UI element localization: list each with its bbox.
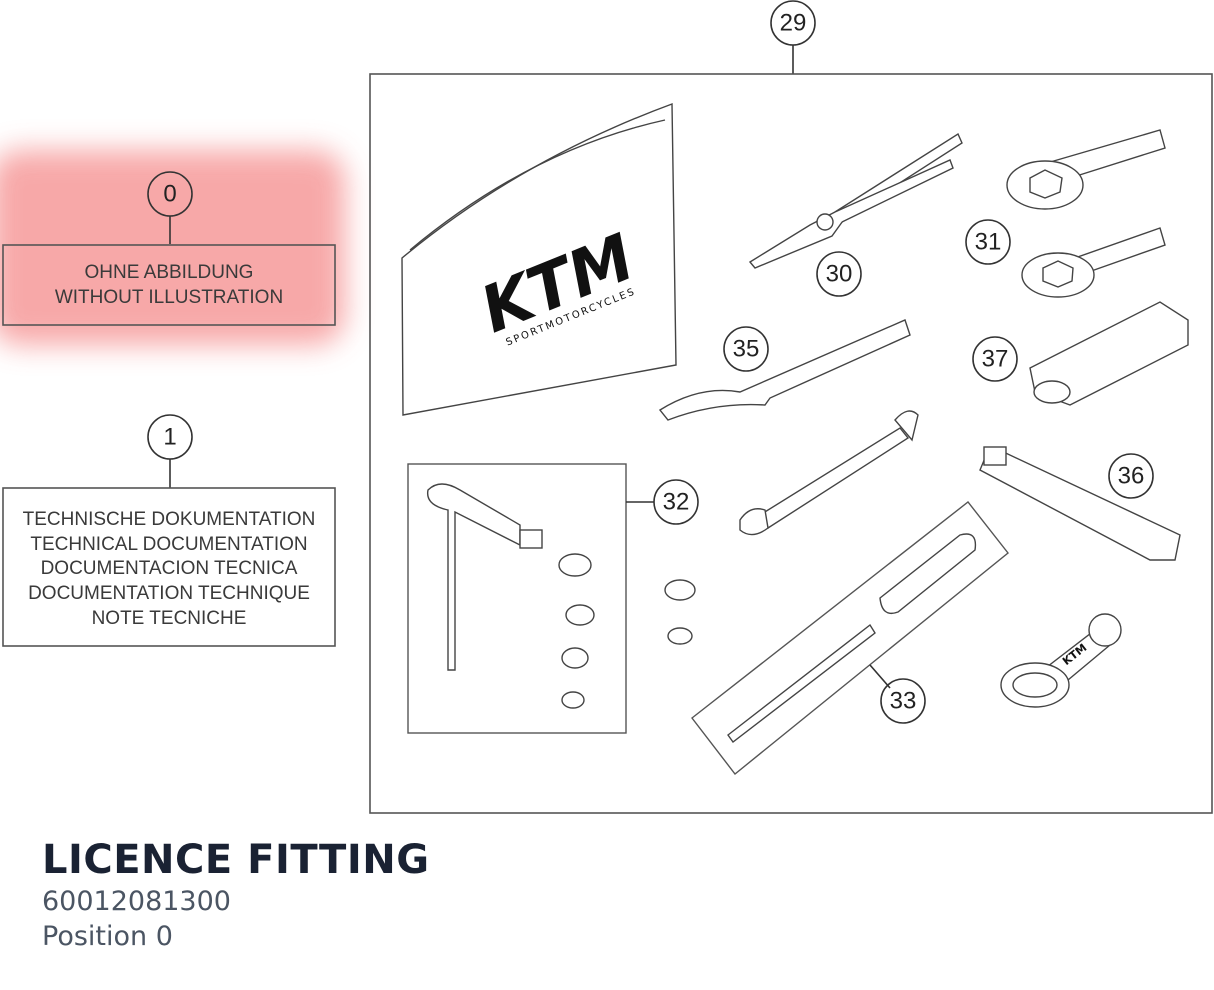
svg-text:29: 29 bbox=[780, 10, 807, 37]
callout-0[interactable]: 0 bbox=[147, 171, 193, 244]
callout-30[interactable]: 30 bbox=[816, 251, 862, 297]
doc-line: TECHNICAL DOCUMENTATION bbox=[30, 534, 307, 555]
callout-33[interactable]: 33 bbox=[880, 678, 926, 724]
part-name: LICENCE FITTING bbox=[42, 837, 430, 883]
doc-line: TECHNISCHE DOKUMENTATION bbox=[23, 509, 316, 530]
hex-key-set[interactable] bbox=[407, 463, 696, 734]
box0-line1: OHNE ABBILDUNG bbox=[85, 262, 254, 283]
svg-text:31: 31 bbox=[975, 229, 1002, 256]
selected-highlight bbox=[0, 150, 345, 345]
callout-36[interactable]: 36 bbox=[1108, 453, 1154, 499]
part-position: Position 0 bbox=[42, 921, 173, 952]
svg-text:32: 32 bbox=[663, 489, 690, 516]
ktm-spanner[interactable]: KTM bbox=[1000, 613, 1122, 708]
callout-37[interactable]: 37 bbox=[972, 336, 1018, 382]
doc-line: DOCUMENTACION TECNICA bbox=[41, 558, 298, 579]
svg-text:36: 36 bbox=[1118, 463, 1145, 490]
svg-text:0: 0 bbox=[163, 181, 176, 208]
socket-tool[interactable] bbox=[979, 446, 1181, 561]
svg-text:30: 30 bbox=[826, 261, 853, 288]
tool-pouch[interactable]: KTM SPORTMOTORCYCLES bbox=[401, 103, 677, 416]
svg-text:35: 35 bbox=[733, 336, 760, 363]
doc-line: DOCUMENTATION TECHNIQUE bbox=[28, 583, 310, 604]
tube[interactable] bbox=[1029, 301, 1189, 406]
callout-29[interactable]: 29 bbox=[770, 0, 816, 74]
pliers[interactable] bbox=[748, 132, 963, 269]
toolkit-frame bbox=[369, 73, 1213, 814]
part-caption: LICENCE FITTING 60012081300 Position 0 bbox=[42, 836, 430, 954]
screwdriver-set[interactable] bbox=[691, 501, 1009, 775]
open-end-wrench[interactable] bbox=[739, 410, 919, 536]
doc-line: NOTE TECNICHE bbox=[92, 608, 247, 629]
svg-text:37: 37 bbox=[982, 346, 1009, 373]
exploded-view-diagram: 0 OHNE ABBILDUNG WITHOUT ILLUSTRATION 1 … bbox=[0, 0, 1213, 814]
svg-text:33: 33 bbox=[890, 688, 917, 715]
technical-documentation-box[interactable]: TECHNISCHE DOKUMENTATION TECHNICAL DOCUM… bbox=[2, 487, 336, 647]
box0-line2: WITHOUT ILLUSTRATION bbox=[55, 287, 283, 308]
part-number: 60012081300 bbox=[42, 886, 231, 917]
callout-31[interactable]: 31 bbox=[965, 219, 1011, 265]
callout-1[interactable]: 1 bbox=[147, 414, 193, 488]
callout-32[interactable]: 32 bbox=[653, 479, 699, 525]
hook-wrench[interactable] bbox=[658, 319, 911, 421]
ring-spanners[interactable] bbox=[1006, 129, 1166, 298]
svg-text:1: 1 bbox=[163, 424, 176, 451]
without-illustration-box[interactable]: OHNE ABBILDUNG WITHOUT ILLUSTRATION bbox=[2, 244, 336, 326]
callout-35[interactable]: 35 bbox=[723, 326, 769, 372]
